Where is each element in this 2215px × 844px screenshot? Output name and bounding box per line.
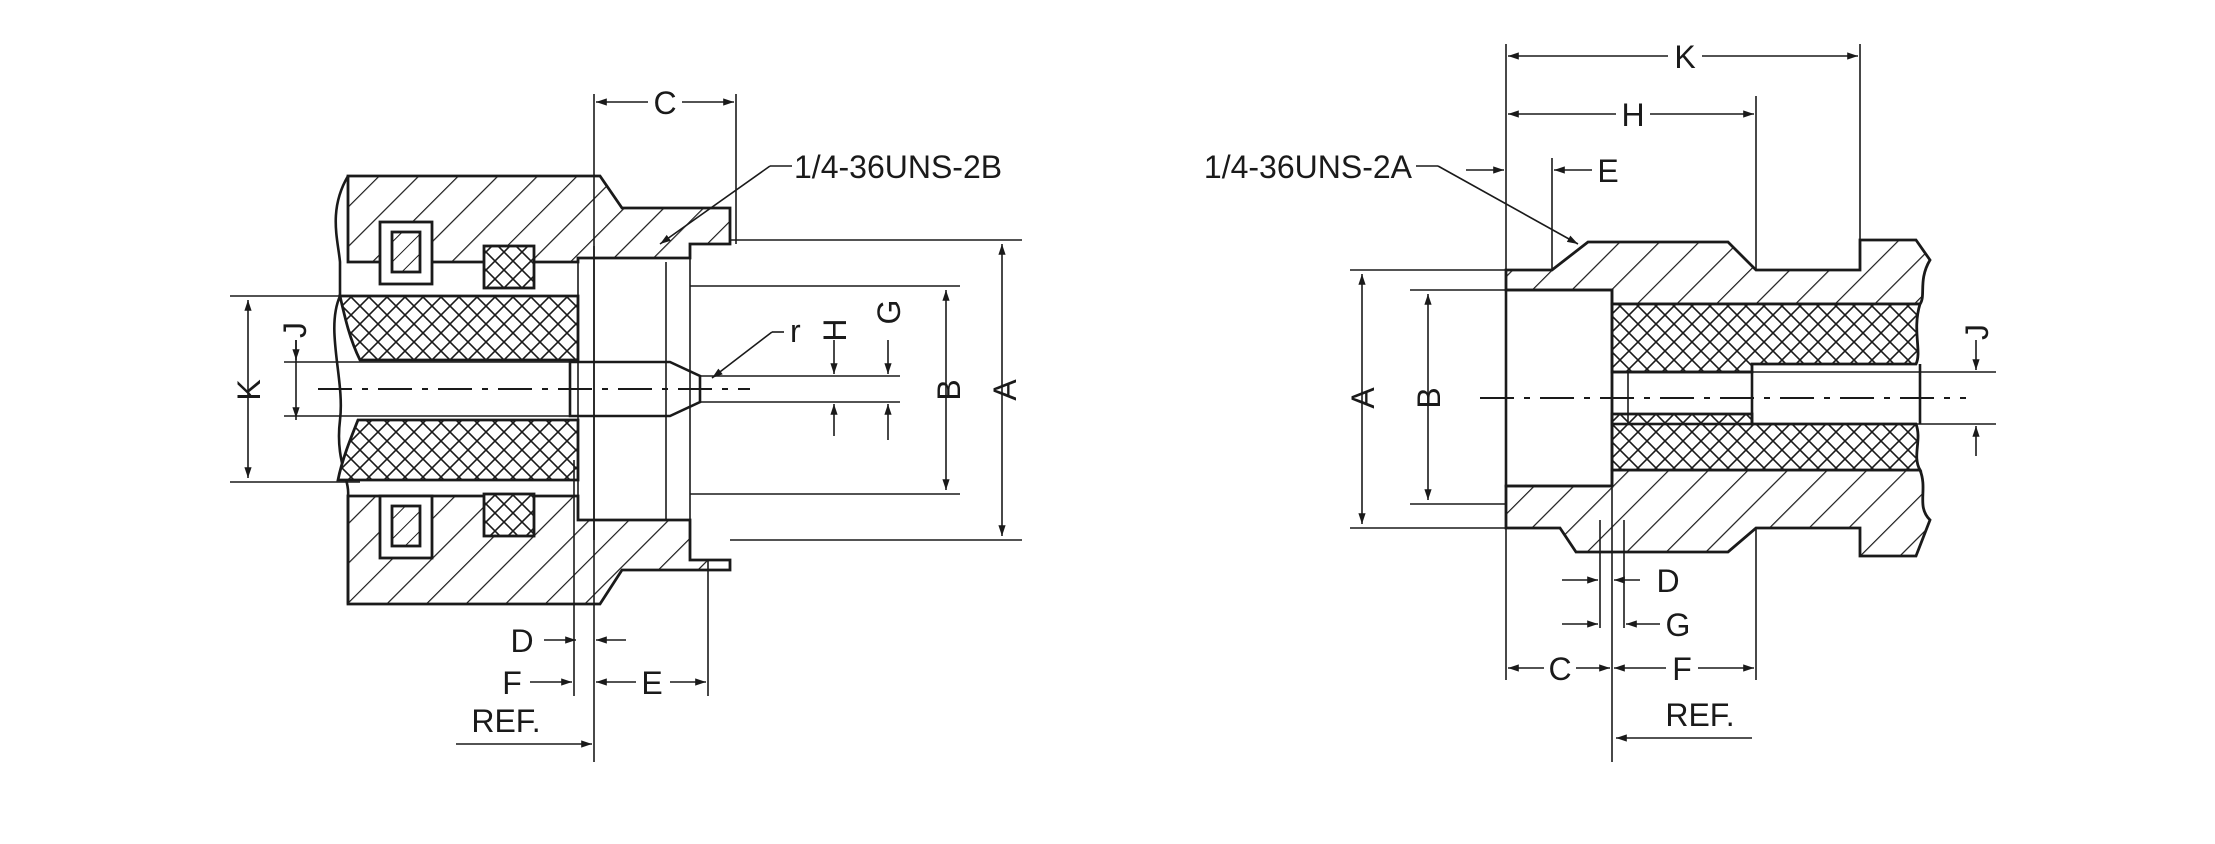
left-label-ref: REF. [471, 703, 540, 739]
right-upper-dielectric [1610, 302, 1922, 374]
right-label-c: C [1548, 651, 1571, 687]
right-label-d: D [1656, 563, 1679, 599]
left-label-d: D [510, 623, 533, 659]
right-dim-f-gap [1666, 652, 1698, 684]
right-label-j: J [1959, 324, 1995, 340]
left-label-c: C [653, 85, 676, 121]
right-front-face [1504, 288, 1614, 488]
right-label-h: H [1621, 97, 1644, 133]
right-label-ref: REF. [1665, 697, 1734, 733]
right-upper-body [1504, 238, 1932, 306]
right-label-a: A [1345, 387, 1381, 409]
right-thread-leader [1437, 165, 1579, 245]
left-thread-callout: 1/4-36UNS-2B [794, 149, 1002, 185]
left-label-f: F [502, 665, 522, 701]
left-lower-ring [390, 504, 422, 548]
left-thread-leader [659, 165, 771, 245]
right-lower-body [1504, 468, 1932, 558]
left-dim-c-gap [648, 86, 682, 118]
right-dim-h-gap [1616, 98, 1650, 130]
left-label-e: E [641, 665, 662, 701]
left-label-j: J [277, 322, 313, 338]
left-r-leader [711, 331, 773, 379]
left-label-k: K [231, 379, 267, 400]
right-label-f: F [1672, 651, 1692, 687]
left-view-female-connector: C 1/4-36UNS-2B A B G H r K J D [230, 85, 1023, 762]
left-label-h: H [817, 318, 853, 341]
left-label-r: r [790, 313, 801, 349]
left-label-a: A [987, 379, 1023, 401]
left-label-g: G [871, 300, 907, 325]
left-upper-seal [482, 244, 536, 290]
left-upper-ring [390, 230, 422, 274]
right-view-male-connector: K H E 1/4-36UNS-2A A B J D G C [1204, 39, 1996, 762]
left-lower-seal [482, 492, 536, 538]
right-label-b: B [1411, 387, 1447, 408]
right-thread-callout: 1/4-36UNS-2A [1204, 149, 1413, 185]
left-lower-dielectric [336, 418, 580, 482]
left-upper-dielectric [338, 294, 580, 362]
right-label-e: E [1597, 153, 1618, 189]
right-dim-c-gap [1544, 652, 1576, 684]
left-label-b: B [931, 379, 967, 400]
left-dim-e-gap [636, 666, 670, 698]
right-dim-k-gap [1668, 40, 1702, 72]
right-label-g: G [1666, 607, 1691, 643]
right-label-k: K [1674, 39, 1695, 75]
right-lower-dielectric [1610, 412, 1923, 472]
